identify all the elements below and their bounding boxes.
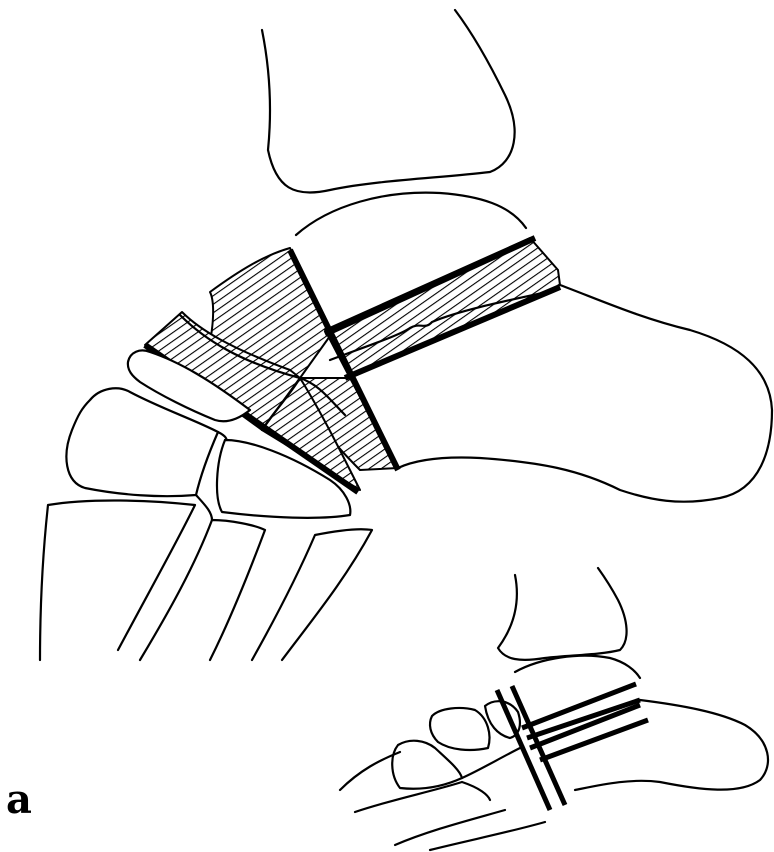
third-metatarsal [252,529,372,660]
panel-label: a [6,780,32,820]
inset-tibia-bone [498,568,627,660]
talus-dome-outline [296,193,526,235]
metatarsal-joint-line [196,495,212,520]
inset-foot-drawing [340,568,768,850]
inset-joint-curve [462,748,520,778]
inset-cuneiform-bone [430,708,489,750]
main-foot-drawing [40,10,772,660]
inset-metatarsal-1 [340,752,400,790]
cuneiform-joint-line [218,432,226,440]
second-metatarsal [140,520,265,660]
first-metatarsal [40,500,195,660]
inset-metatarsal-3 [395,810,505,845]
tibia-bone [262,10,515,193]
